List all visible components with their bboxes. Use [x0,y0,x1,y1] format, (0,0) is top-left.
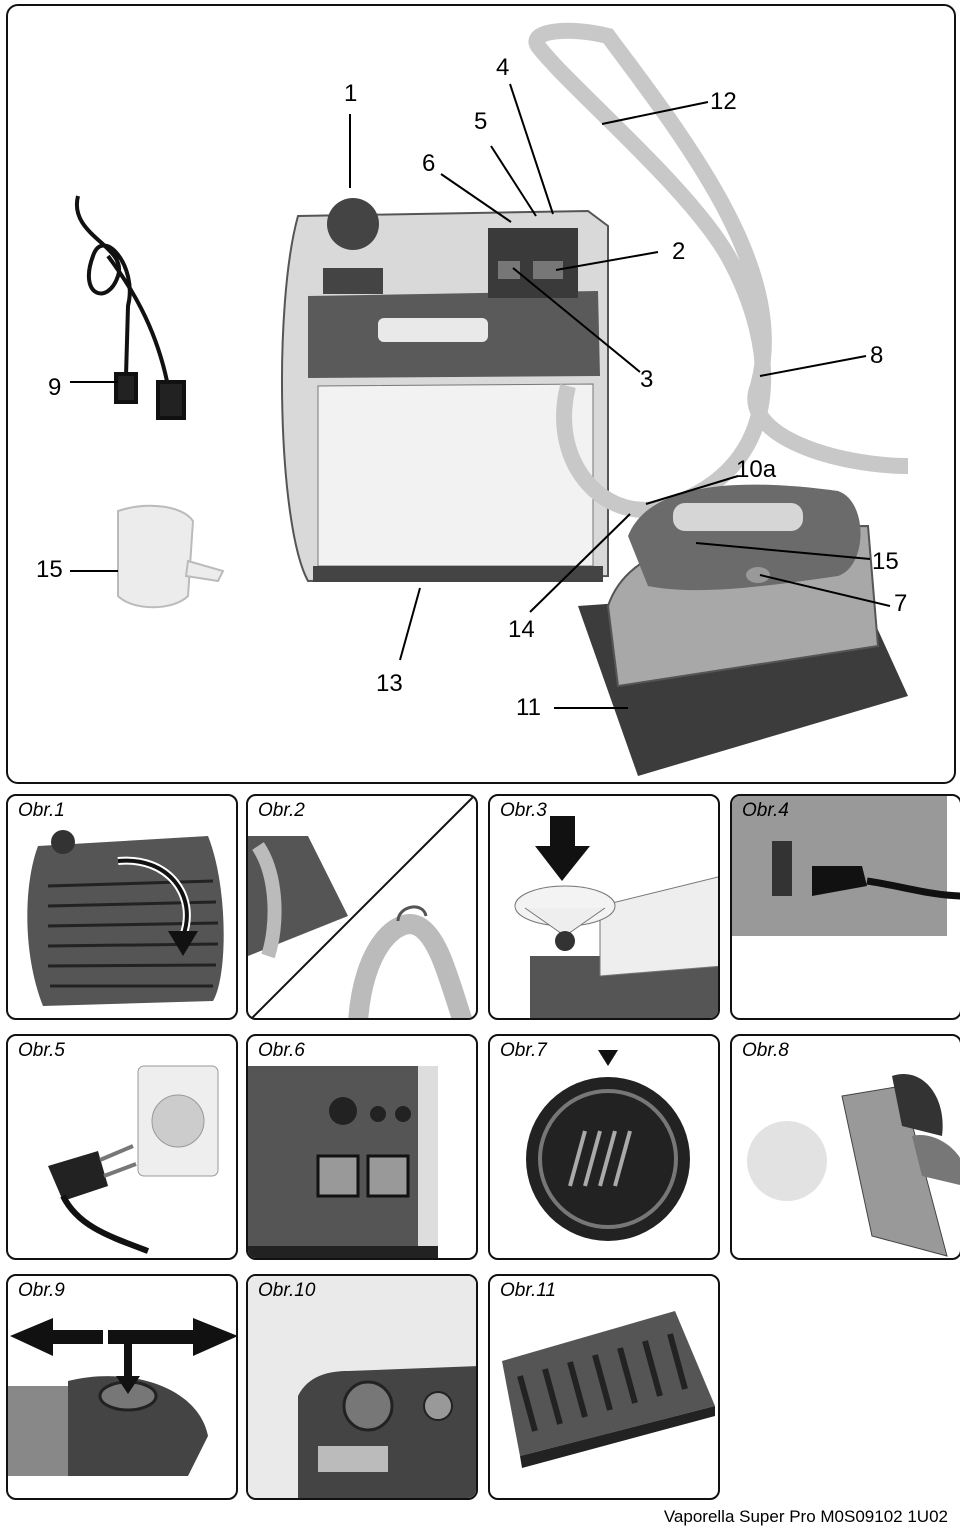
document-footer: Vaporella Super Pro M0S09102 1U02 [663,1507,948,1526]
steam-station-illustration [281,198,609,583]
callout-14: 14 [508,616,535,643]
iron-illustration [578,484,908,776]
figure-label: Obr.10 [258,1280,316,1301]
figure-label: Obr.11 [500,1280,556,1301]
figure-obr-10: Obr.10 [246,1274,478,1500]
callout-leader-lines [70,83,891,709]
station-opening-illustration [27,830,224,1006]
figure-obr-1: Obr.1 [6,794,238,1020]
callout-13: 13 [376,670,403,697]
callout-15-funnel: 15 [36,556,63,583]
callout-9: 9 [48,374,62,401]
funnel-illustration [117,504,225,609]
figure-obr-6: Obr.6 [246,1034,478,1260]
figure-obr-11: Obr.11 [488,1274,720,1500]
power-cord-illustration [74,195,186,420]
figure-obr-8: Obr.8 [730,1034,960,1260]
callout-12: 12 [710,88,737,115]
figure-label: Obr.3 [500,800,547,821]
figure-label: Obr.4 [742,800,789,821]
figure-obr-9: Obr.9 [6,1274,238,1500]
figure-obr-3: Obr.3 [488,794,720,1020]
product-overview-panel: 1 2 3 4 5 6 7 8 9 10a 11 12 13 14 15 15 [6,4,956,784]
figure-obr-2: Obr.2 [246,794,478,1020]
figure-label: Obr.7 [500,1040,547,1061]
steam-button-lock-illustration [8,1318,236,1476]
vertical-steaming-illustration [747,1074,960,1257]
figure-label: Obr.6 [258,1040,305,1061]
cord-socket-illustration [732,796,960,936]
callout-11: 11 [516,694,541,721]
steam-regulator-dial-illustration [526,1050,690,1241]
figure-label: Obr.1 [18,800,65,821]
callout-7: 7 [894,590,908,617]
callout-4: 4 [496,54,510,81]
wall-plug-illustration [48,1065,219,1254]
figure-obr-7: Obr.7 [488,1034,720,1260]
hose-hook-illustration [248,796,475,1018]
callout-15-iron: 15 [872,548,899,575]
product-overview-illustration [70,22,909,776]
iron-rest-mat-illustration [502,1311,715,1468]
control-panel-switches-illustration [248,1066,438,1258]
callout-2: 2 [672,238,686,265]
callout-10a: 10a [736,456,777,483]
callout-6: 6 [422,150,436,177]
figure-obr-4: Obr.4 [730,794,960,1020]
figure-label: Obr.8 [742,1040,789,1061]
figure-obr-5: Obr.5 [6,1034,238,1260]
figure-label: Obr.2 [258,800,305,821]
callout-5: 5 [474,108,488,135]
figure-label: Obr.5 [18,1040,65,1061]
figure-label: Obr.9 [18,1280,65,1301]
callout-8: 8 [870,342,884,369]
thermostat-knob-illustration [248,1276,476,1498]
funnel-filling-illustration [514,816,718,1018]
callout-3: 3 [640,366,654,393]
callout-1: 1 [344,80,358,107]
